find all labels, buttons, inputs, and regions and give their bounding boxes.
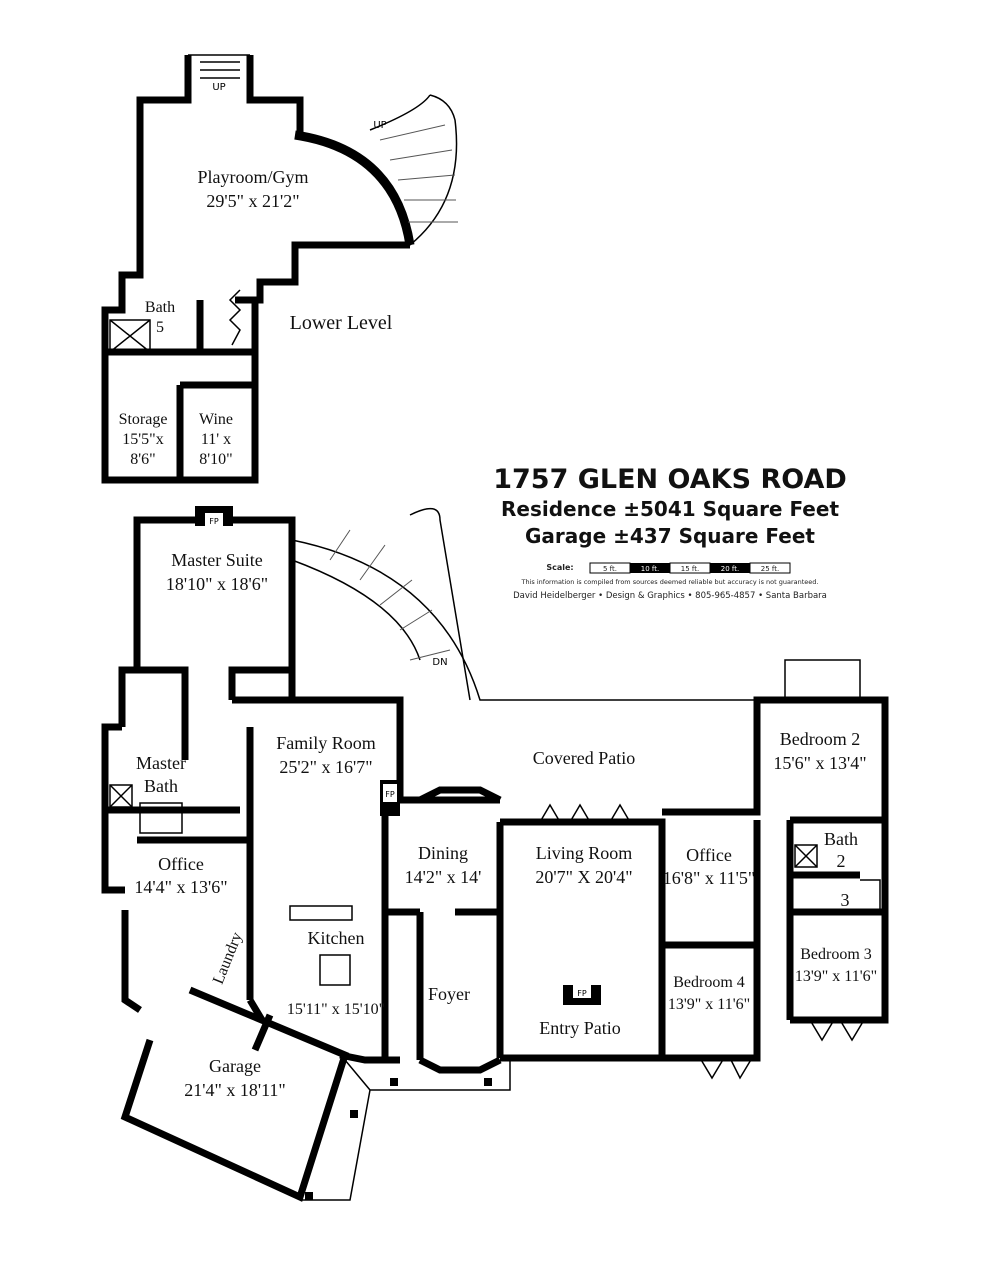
stair-down-label: DN — [432, 657, 447, 668]
room-wine-name: Wine — [199, 411, 233, 428]
lower-level-walls — [101, 54, 458, 484]
room-wine-size2: 8'10" — [199, 451, 232, 468]
scale-step: 20 ft. — [721, 565, 739, 573]
room-dining-name: Dining — [418, 843, 468, 863]
fireplace-master: FP — [195, 506, 233, 526]
room-garage-size: 21'4" x 18'11" — [184, 1080, 286, 1100]
room-office-east-name: Office — [686, 845, 732, 865]
room-entry-patio-name: Entry Patio — [539, 1018, 621, 1038]
room-office-west-name: Office — [158, 854, 204, 874]
room-storage-name: Storage — [119, 411, 168, 428]
room-family-size: 25'2" x 16'7" — [279, 757, 372, 777]
svg-text:FP: FP — [385, 790, 395, 799]
title-block: 1757 GLEN OAKS ROAD Residence ±5041 Squa… — [493, 464, 847, 601]
room-covered-patio-name: Covered Patio — [533, 748, 635, 768]
room-storage-size2: 8'6" — [130, 451, 155, 468]
room-laundry-name: Laundry — [210, 930, 246, 987]
room-living-size: 20'7" X 20'4" — [535, 867, 632, 887]
lower-level-label: Lower Level — [290, 312, 393, 334]
room-storage-size: 15'5"x — [122, 431, 163, 448]
room-bath3-number: 3 — [841, 890, 850, 910]
fireplace-entry: FP — [563, 985, 601, 1005]
room-master-bath-name2: Bath — [144, 776, 178, 796]
main-level-details — [109, 507, 881, 1201]
svg-text:FP: FP — [209, 517, 219, 526]
garage-area: Garage ±437 Square Feet — [525, 524, 815, 548]
room-bath2-name: Bath — [824, 829, 858, 849]
scale-step: 5 ft. — [603, 565, 617, 573]
room-bath2-number: 2 — [837, 851, 846, 871]
room-bath5-number: 5 — [156, 319, 164, 336]
room-wine-size: 11' x — [201, 431, 231, 448]
room-master-suite-name: Master Suite — [171, 550, 263, 570]
svg-text:FP: FP — [577, 989, 587, 998]
fireplace-family: FP — [380, 780, 400, 816]
residence-area: Residence ±5041 Square Feet — [501, 497, 839, 521]
main-level-walls — [101, 516, 889, 1202]
credit-line: David Heidelberger • Design & Graphics •… — [513, 591, 827, 601]
room-bedroom4-name: Bedroom 4 — [673, 974, 745, 991]
room-bedroom3-size: 13'9" x 11'6" — [795, 968, 877, 985]
room-garage-name: Garage — [209, 1056, 261, 1076]
room-bedroom2-size: 15'6" x 13'4" — [773, 753, 866, 773]
disclaimer: This information is compiled from source… — [521, 578, 819, 586]
stair-up-label: UP — [373, 120, 386, 131]
scale-step: 15 ft. — [681, 565, 699, 573]
room-playroom-gym-name: Playroom/Gym — [198, 167, 309, 187]
address-title: 1757 GLEN OAKS ROAD — [493, 464, 847, 495]
room-kitchen-size: 15'11" x 15'10" — [287, 1001, 385, 1018]
room-living-name: Living Room — [536, 843, 633, 863]
scale-label: Scale: — [546, 563, 573, 572]
scale-step: 10 ft. — [641, 565, 659, 573]
room-bath5-name: Bath — [145, 299, 175, 316]
room-playroom-gym-size: 29'5" x 21'2" — [206, 191, 299, 211]
scale-step: 25 ft. — [761, 565, 779, 573]
room-office-west-size: 14'4" x 13'6" — [134, 877, 227, 897]
room-bedroom3-name: Bedroom 3 — [800, 946, 872, 963]
room-family-name: Family Room — [276, 733, 376, 753]
room-bedroom2-name: Bedroom 2 — [780, 729, 861, 749]
room-office-east-size: 16'8" x 11'5" — [663, 868, 756, 888]
scale-bar: 5 ft. 10 ft. 15 ft. 20 ft. 25 ft. — [589, 562, 791, 574]
room-foyer-name: Foyer — [428, 984, 470, 1004]
room-dining-size: 14'2" x 14' — [405, 867, 482, 887]
room-master-bath-name: Master — [136, 753, 186, 773]
stair-up-label: UP — [212, 82, 225, 93]
room-bedroom4-size: 13'9" x 11'6" — [668, 996, 750, 1013]
room-master-suite-size: 18'10" x 18'6" — [166, 574, 268, 594]
room-kitchen-name: Kitchen — [308, 928, 365, 948]
